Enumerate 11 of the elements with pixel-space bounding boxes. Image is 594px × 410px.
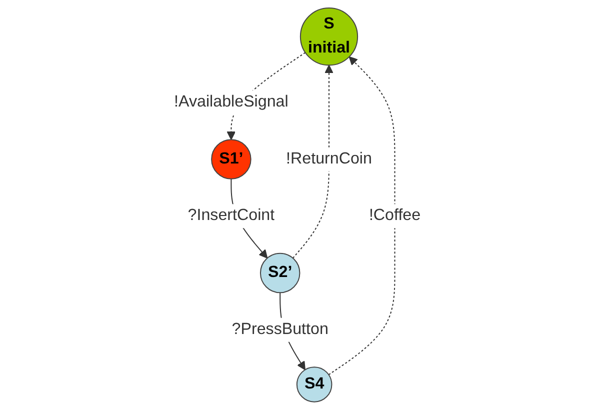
edge-label: !ReturnCoin [286,150,372,168]
node-circle: S initial [300,8,358,66]
edge-label: !AvailableSignal [174,93,288,110]
node-circle: S2’ [260,252,300,294]
node-circle: S1’ [210,139,252,180]
edge-label: !Coffee [368,207,420,224]
arrow [328,56,395,376]
edge-label: ?InsertCoint [187,207,274,224]
edge-label: ?PressButton [231,320,328,338]
node-circle: S4 [296,366,332,402]
arrow [292,64,334,258]
